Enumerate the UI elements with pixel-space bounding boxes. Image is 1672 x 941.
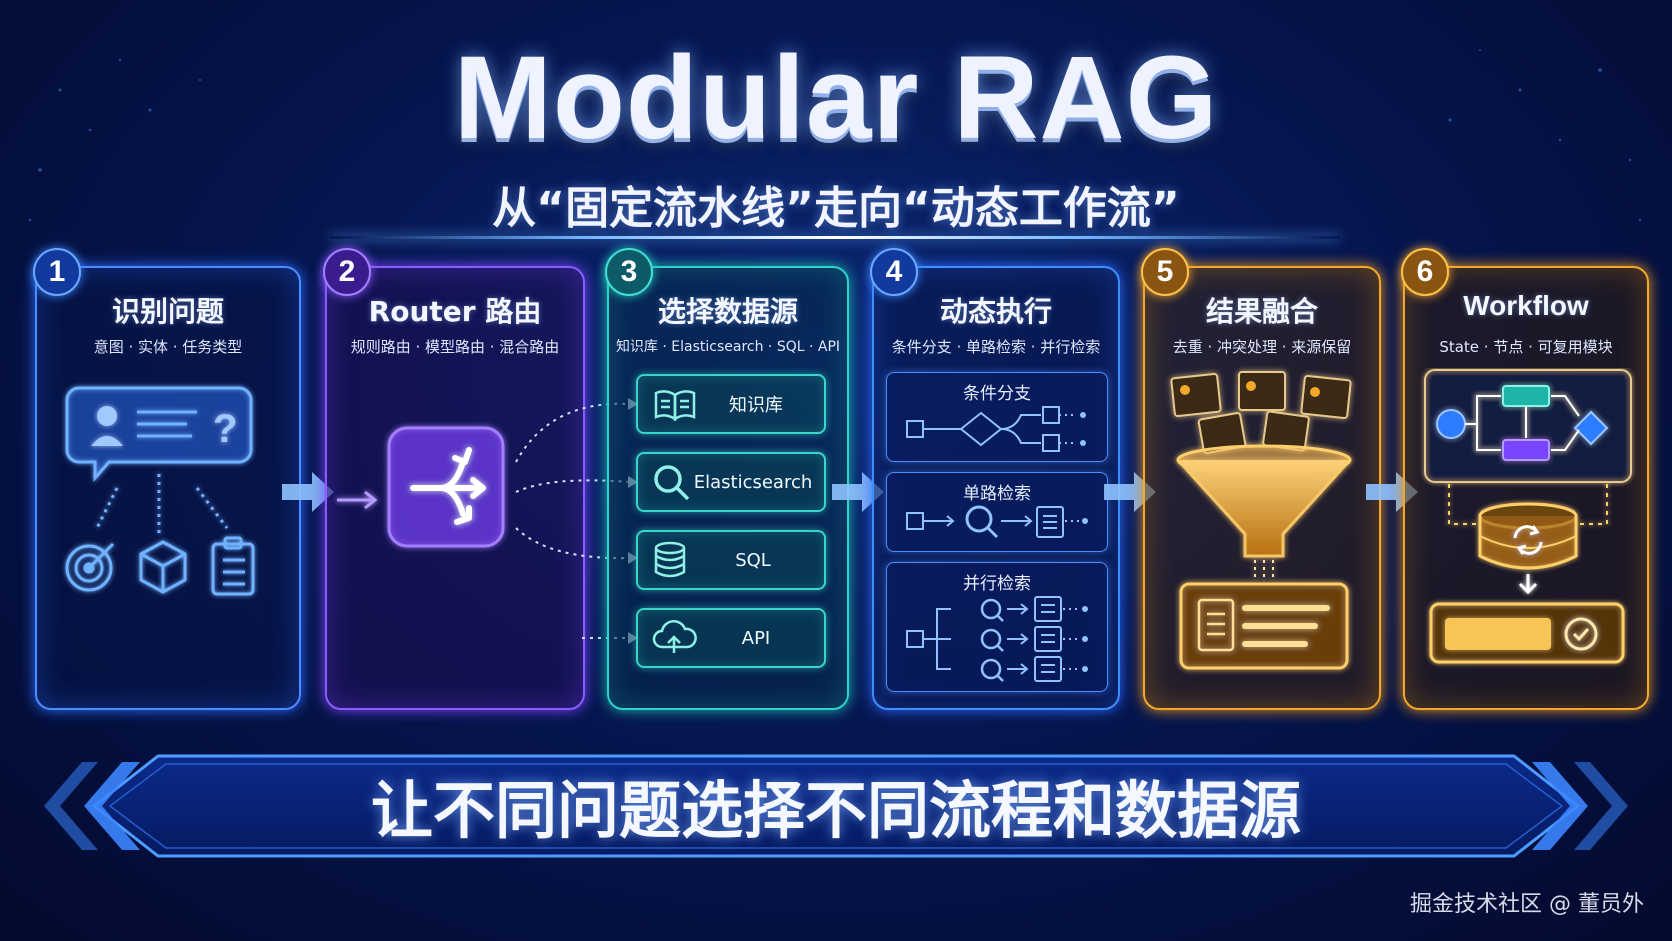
question-analysis-icon: ? [65, 386, 255, 596]
step-3-badge: 3 [605, 248, 653, 296]
step-6-panel: 6 Workflow State · 节点 · 可复用模块 [1401, 248, 1649, 710]
mode-label: 条件分支 [963, 384, 1031, 404]
step-1-panel: 1 识别问题 意图 · 实体 · 任务类型 ? [33, 248, 301, 710]
page-title: Modular RAG [453, 32, 1219, 164]
funnel-merge-icon [1170, 371, 1352, 670]
subtitle-underline [330, 236, 1340, 239]
router-icon [337, 426, 505, 548]
source-knowledge-base: 知识库 [636, 374, 826, 434]
mode-single-retrieval: 单路检索 [886, 472, 1108, 552]
step-6-title: Workflow [1463, 290, 1589, 321]
step-3-panel: 3 选择数据源 知识库 · Elasticsearch · SQL · API … [605, 248, 849, 710]
database-icon [654, 541, 686, 578]
source-label: Elasticsearch [693, 471, 813, 493]
step-1-title: 识别问题 [111, 295, 224, 328]
bottom-banner [44, 754, 1628, 858]
source-api: API [636, 608, 826, 668]
source-label: 知识库 [729, 395, 783, 416]
source-label: SQL [735, 549, 771, 571]
mode-label: 并行检索 [963, 574, 1031, 594]
flow-arrow-1 [282, 472, 334, 512]
step-5-badge: 5 [1141, 248, 1189, 296]
watermark: 掘金技术社区 @ 董员外 [1410, 892, 1644, 917]
step-3-title: 选择数据源 [657, 295, 798, 328]
cloud-upload-icon [652, 620, 697, 653]
page-subtitle: 从“固定流水线”走向“动态工作流” [492, 183, 1180, 234]
step-4-title: 动态执行 [939, 295, 1052, 328]
step-4-badge: 4 [870, 248, 918, 296]
step-3-subtitle: 知识库 · Elasticsearch · SQL · API [615, 339, 841, 355]
mode-parallel-retrieval: 并行检索 [886, 562, 1108, 692]
step-2-panel: 2 Router 路由 规则路由 · 模型路由 · 混合路由 [323, 248, 585, 710]
step-2-title: Router 路由 [368, 295, 542, 328]
step-4-subtitle: 条件分支 · 单路检索 · 并行检索 [891, 338, 1101, 356]
workflow-icon [1424, 369, 1632, 664]
source-label: API [741, 627, 771, 649]
mode-label: 单路检索 [963, 484, 1031, 504]
mode-conditional-branch: 条件分支 [886, 372, 1108, 462]
svg-text:?: ? [213, 407, 237, 451]
step-4-panel: 4 动态执行 条件分支 · 单路检索 · 并行检索 条件分支 单路检索 [870, 248, 1120, 710]
banner-text: 让不同问题选择不同流程和数据源 [370, 774, 1301, 847]
source-sql: SQL [636, 530, 826, 590]
step-6-badge: 6 [1401, 248, 1449, 296]
step-1-badge: 1 [33, 248, 81, 296]
book-icon [654, 390, 696, 421]
search-icon [654, 465, 690, 501]
step-6-subtitle: State · 节点 · 可复用模块 [1439, 338, 1613, 356]
step-2-subtitle: 规则路由 · 模型路由 · 混合路由 [350, 338, 560, 356]
step-5-panel: 5 结果融合 去重 · 冲突处理 · 来源保留 [1141, 248, 1381, 710]
step-5-title: 结果融合 [1205, 295, 1318, 328]
step-5-subtitle: 去重 · 冲突处理 · 来源保留 [1172, 338, 1352, 356]
step-1-subtitle: 意图 · 实体 · 任务类型 [93, 338, 243, 356]
parallel-diagram [906, 596, 1088, 682]
flow-arrow-3 [832, 472, 884, 512]
step-2-badge: 2 [323, 248, 371, 296]
branch-diagram [906, 406, 1086, 452]
single-path-diagram [906, 505, 1088, 539]
source-elasticsearch: Elasticsearch [636, 452, 826, 512]
